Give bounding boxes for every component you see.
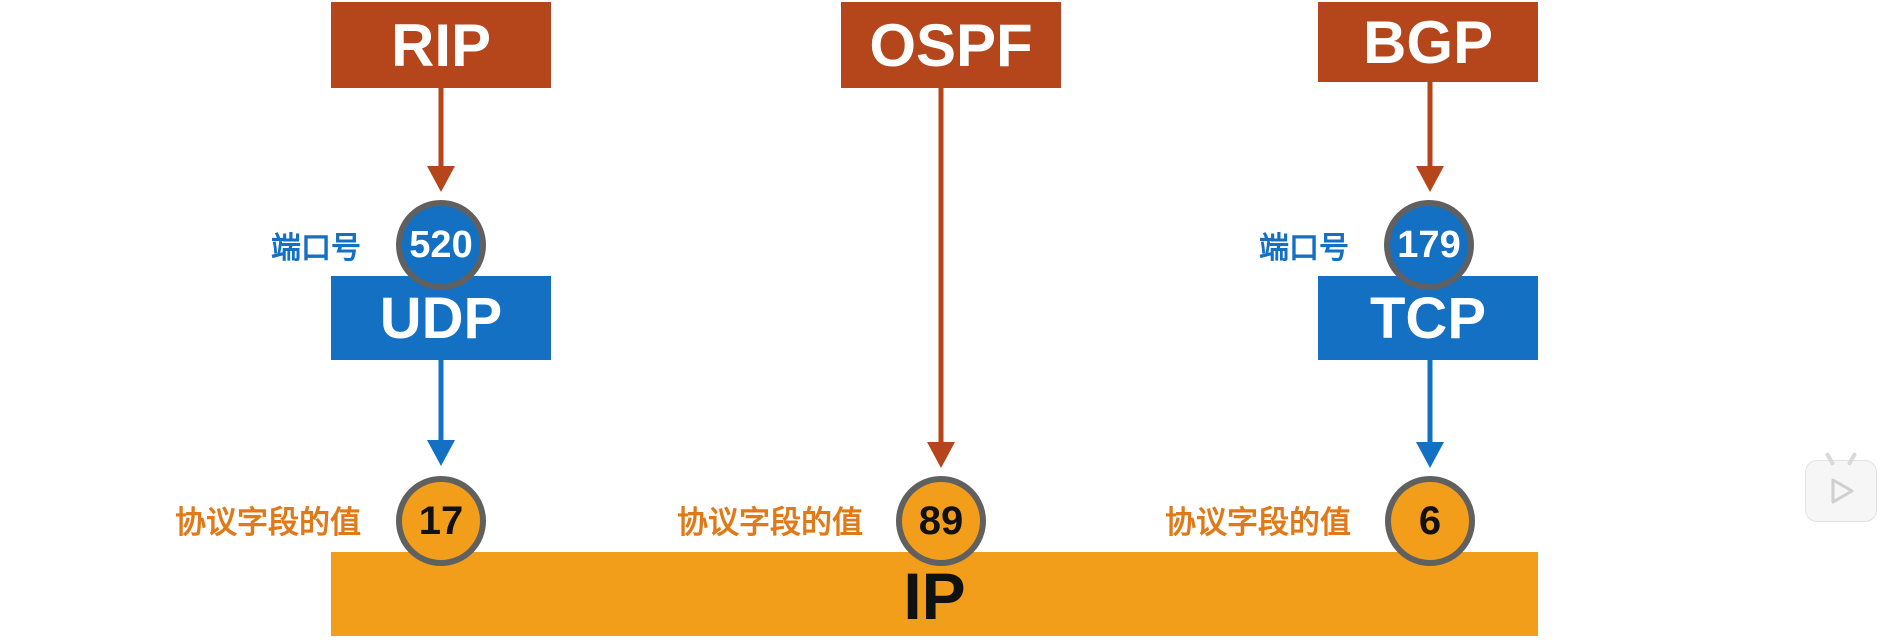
rip-port-circle: 520 [396,200,486,290]
tcp-protocol-field-label: 协议字段的值 [1165,505,1351,541]
play-button-right-ear [1846,451,1858,467]
ospf-to-ip-arrow [927,88,955,468]
bgp-box: BGP [1318,2,1538,82]
tcp-box: TCP [1318,276,1538,360]
ospf-protocol-value-circle: 89 [896,476,986,566]
udp-to-ip-arrow [427,360,455,466]
ospf-protocol-field-label: 协议字段的值 [677,505,863,541]
tcp-to-ip-arrow [1416,360,1444,468]
udp-protocol-field-label: 协议字段的值 [175,505,361,541]
udp-box: UDP [331,276,551,360]
ospf-box: OSPF [841,2,1061,88]
rip-box: RIP [331,2,551,88]
bgp-port-label: 端口号 [1259,231,1349,266]
play-button[interactable] [1805,451,1877,522]
play-button-left-ear [1824,451,1836,467]
tcp-protocol-value-circle: 6 [1385,476,1475,566]
bgp-port-circle: 179 [1384,200,1474,290]
play-icon [1831,478,1854,504]
ip-bar: IP [331,552,1538,636]
udp-protocol-value-circle: 17 [396,476,486,566]
rip-port-label: 端口号 [271,231,361,266]
bgp-to-tcp-arrow [1416,82,1444,192]
rip-to-udp-arrow [427,88,455,192]
